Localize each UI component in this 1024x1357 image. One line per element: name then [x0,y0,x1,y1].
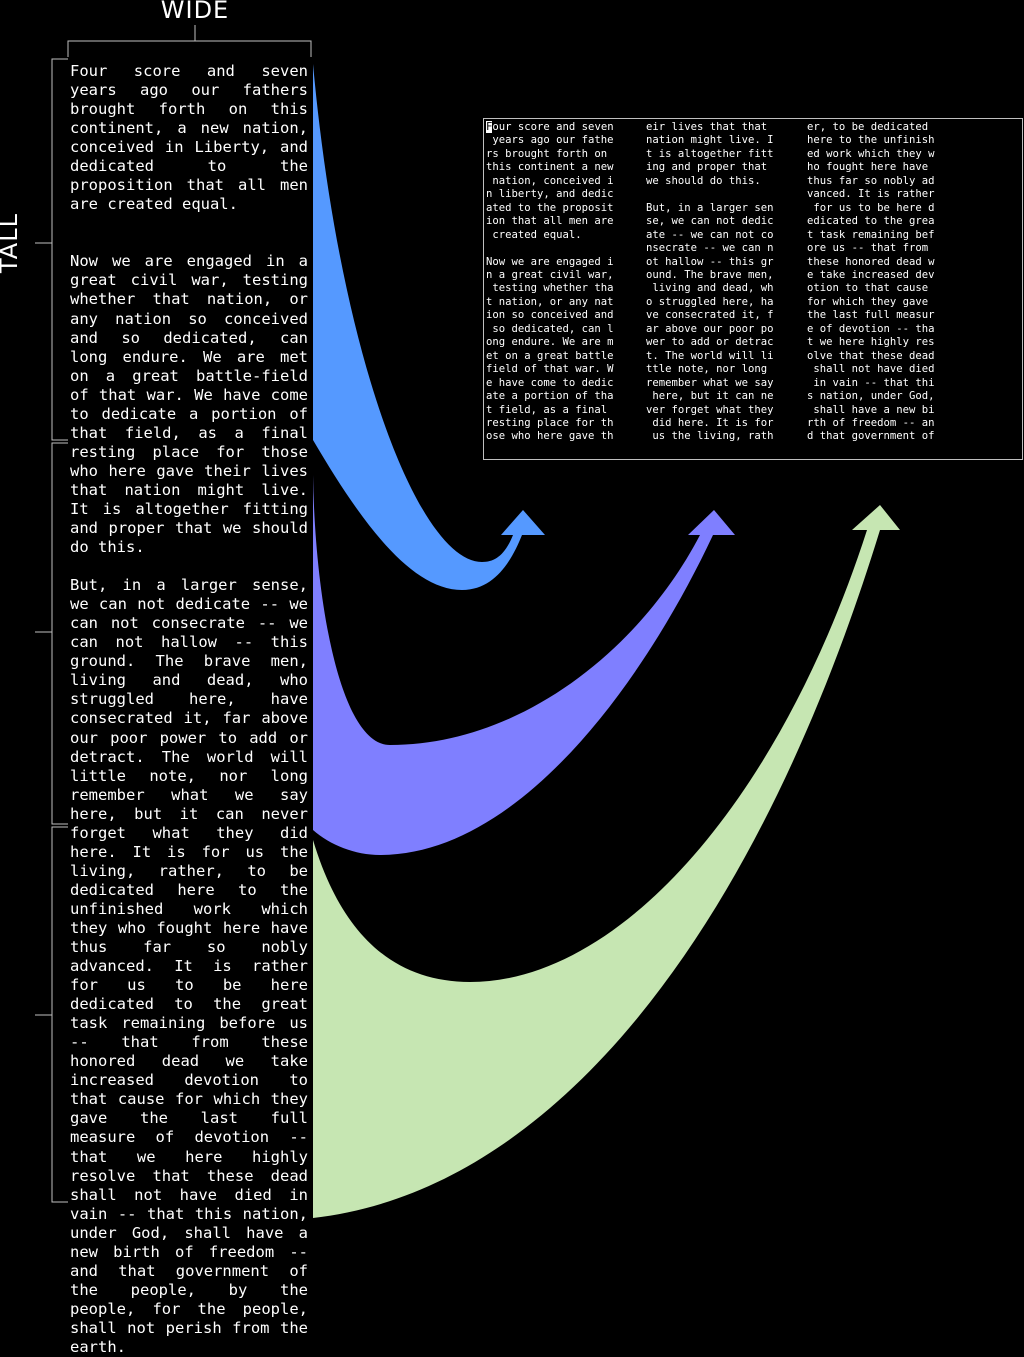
tall-bracket-3 [35,826,68,1203]
tall-bracket-1 [35,58,68,441]
tall-paragraph-3: But, in a larger sense, we can not dedic… [70,576,308,1356]
wide-column-1: Four score and seven years ago our fathe… [486,121,622,444]
text-cursor: F [486,121,493,133]
tall-label: TALL [0,213,23,273]
wide-text-box: Four score and seven years ago our fathe… [483,118,1023,460]
arrow-green [313,505,900,1218]
tall-text-column: Four score and seven years ago our fathe… [70,62,308,1357]
wide-bracket [67,25,312,57]
tall-paragraph-2: Now we are engaged in a great civil war,… [70,252,308,557]
wide-label: WIDE [160,0,230,24]
diagram-overlay [35,25,900,1218]
tall-bracket-2 [35,442,68,825]
arrow-blue [313,64,545,590]
wide-column-2: eir lives that that nation might live. I… [646,121,774,443]
wide-column-1-text: our score and seven years ago our fathe … [486,121,614,443]
tall-paragraph-1: Four score and seven years ago our fathe… [70,62,308,214]
arrow-purple [313,475,735,855]
wide-column-3: er, to be dedicated here to the unfinish… [807,121,935,443]
